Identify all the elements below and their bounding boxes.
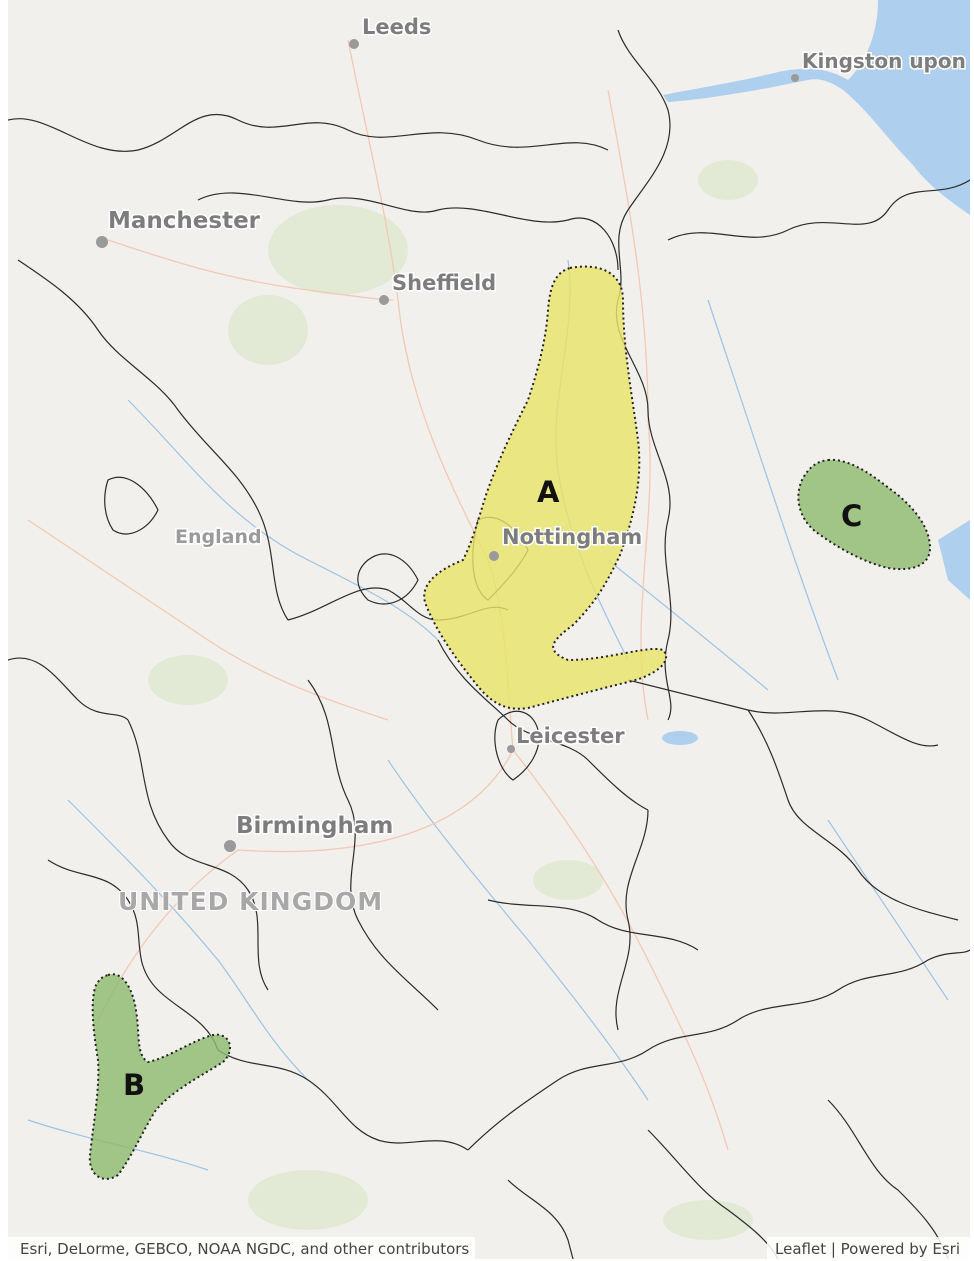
sheffield-marker [379,295,389,305]
leicester-marker [507,745,515,753]
humber-estuary [663,0,970,215]
city-markers [96,39,799,852]
city-label-birmingham: Birmingham [236,813,393,839]
city-label-sheffield: Sheffield [392,271,496,295]
zone-b-polygon[interactable] [88,973,232,1180]
kingston-marker [791,74,799,82]
city-label-kingston: Kingston upon [802,49,966,73]
country-label: UNITED KINGDOM [118,887,383,916]
city-label-nottingham: Nottingham [502,525,642,549]
map-attribution[interactable]: Esri, DeLorme, GEBCO, NOAA NGDC, and oth… [8,1237,476,1259]
zone-label-a: A [537,475,560,509]
terrain-patches [148,160,758,1240]
birmingham-marker [224,840,236,852]
leaflet-attribution[interactable]: Leaflet | Powered by Esri [767,1237,970,1259]
manchester-marker [96,236,108,248]
nottingham-marker [489,551,499,561]
water-bodies [662,0,970,745]
leeds-marker [349,39,359,49]
zone-label-b: B [123,1068,145,1102]
zone-label-c: C [841,499,862,533]
zone-a-polygon[interactable] [423,265,668,710]
rutland-water [662,731,698,745]
city-label-manchester: Manchester [108,208,261,234]
zone-c-polygon[interactable] [797,458,932,570]
city-label-leeds: Leeds [362,15,431,39]
map-view[interactable]: Leeds Kingston upon Manchester Sheffield… [8,0,970,1259]
map-canvas[interactable]: Leeds Kingston upon Manchester Sheffield… [8,0,970,1259]
wash-coast [938,520,970,600]
map-labels: Leeds Kingston upon Manchester Sheffield… [107,14,968,1103]
city-label-leicester: Leicester [516,724,625,748]
zone-polygons[interactable] [88,265,932,1180]
region-label-england: England [175,526,262,548]
